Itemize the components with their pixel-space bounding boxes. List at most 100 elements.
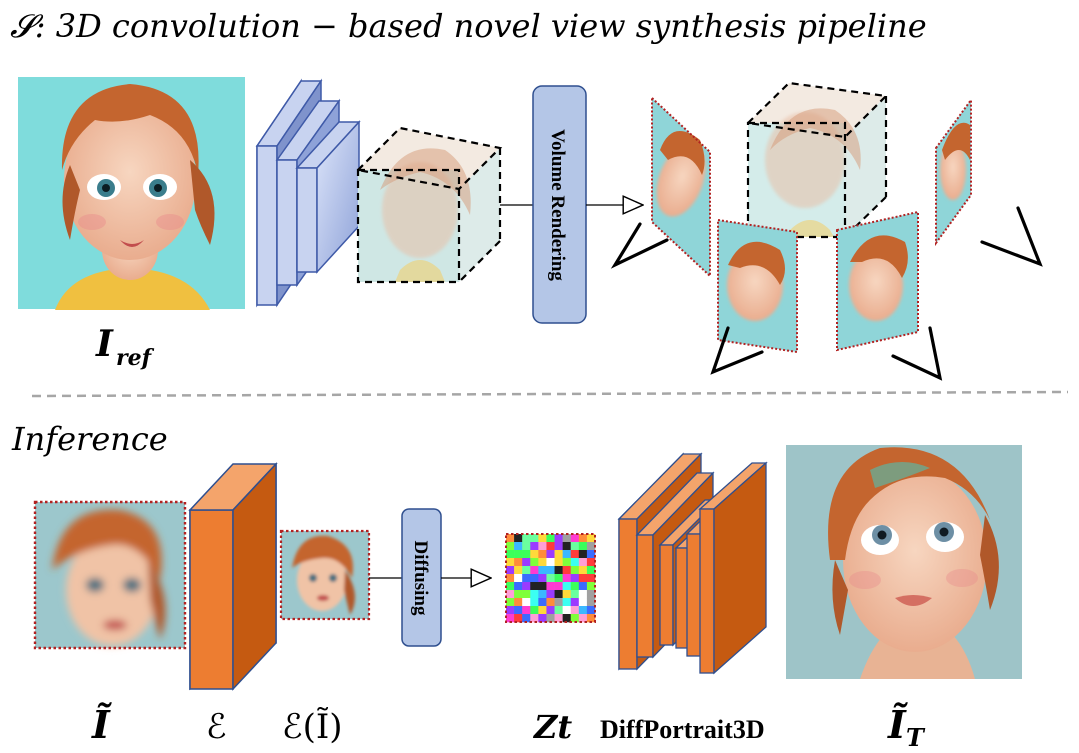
noise-cell [570,614,580,623]
encoded-image [279,529,371,621]
noise-cell [546,582,555,591]
noise-cell [578,606,588,615]
noise-cell [538,590,547,599]
rendered-volume-cube [745,81,889,239]
label-ref: I ref [95,323,155,371]
noise-cell [514,542,523,551]
noise-cell [546,566,555,575]
noise-cell [546,574,555,583]
label-encoded: ℰ(Ĩ) [282,707,343,747]
diffusing-block: Diffusing [401,508,442,647]
label-encoder: ℰ [206,707,227,747]
noise-cell [562,542,572,551]
noise-cell [522,606,531,615]
noise-cell [554,550,563,559]
noise-cell [522,590,531,599]
svg-text:Volume Rendering: Volume Rendering [547,129,568,281]
novel-view-3 [836,210,919,352]
noise-cell [586,550,596,559]
noise-cell [570,550,580,559]
noise-cell [514,558,523,567]
noise-cell [530,542,539,551]
noise-cell [546,606,555,615]
noise-cell [530,582,539,591]
noise-cell [586,606,596,615]
noise-cell [522,598,531,607]
label-model: DiffPortrait3D [600,715,765,744]
noise-cell [570,606,580,615]
noise-cell [570,590,580,599]
novel-view-4 [935,96,972,247]
noise-cell [570,574,580,583]
noise-cell [554,590,563,599]
noise-cell [554,598,563,607]
noise-cell [554,614,563,623]
noise-cell [530,614,539,623]
noise-cell [530,550,539,559]
feature-volume-cube [355,126,503,284]
noise-cell [586,558,596,567]
noise-cell [506,566,515,575]
noise-cell [586,598,596,607]
noise-cell [522,566,531,575]
camera-icon [610,222,669,269]
noise-cell [546,558,555,567]
noise-cell [562,574,572,583]
svg-text:T: T [906,723,926,752]
noise-cell [578,534,588,543]
noise-cell [562,582,572,591]
noise-cell [562,534,572,543]
noise-cell [530,534,539,543]
svg-text:I: I [95,323,114,365]
noise-cell [546,534,555,543]
noise-cell [546,542,555,551]
noise-cell [562,566,572,575]
noise-cell [538,534,547,543]
noise-cell [538,558,547,567]
noise-cell [586,566,596,575]
noise-cell [514,550,523,559]
noise-cell [538,574,547,583]
noise-cell [570,534,580,543]
noise-cell [554,542,563,551]
label-latent: Zt [532,708,572,746]
noise-cell [530,574,539,583]
noise-cell [506,614,515,623]
noise-cell [506,534,515,543]
noise-cell [514,574,523,583]
section-divider [31,390,1069,398]
noise-cell [506,582,515,591]
label-output: Ĩ T [887,702,926,752]
input-image [33,500,187,650]
noise-cell [506,598,515,607]
noise-cell [578,590,588,599]
noise-cell [562,558,572,567]
noise-cell [578,542,588,551]
noise-cell [562,598,572,607]
camera-icon [891,326,943,381]
label-input: Ĩ [91,702,112,747]
noise-cell [586,542,596,551]
noise-cell [554,574,563,583]
noise-cell [586,574,596,583]
noise-cell [506,590,515,599]
noise-cell [586,590,596,599]
noise-cell [570,558,580,567]
noise-cell [522,614,531,623]
noise-cell [514,534,523,543]
noise-cell [514,582,523,591]
noise-cell [530,606,539,615]
noise-cell [570,582,580,591]
inference-title: Inference [11,420,168,458]
svg-text:Diffusing: Diffusing [410,541,431,616]
noise-cell [578,574,588,583]
noise-cell [562,590,572,599]
noise-cell [578,598,588,607]
output-image [786,445,1022,679]
unet-block-6 [698,461,768,675]
noise-cell [546,590,555,599]
noise-cell [554,534,563,543]
diffportrait3d-model [617,452,768,675]
svg-text:ref: ref [116,345,155,371]
